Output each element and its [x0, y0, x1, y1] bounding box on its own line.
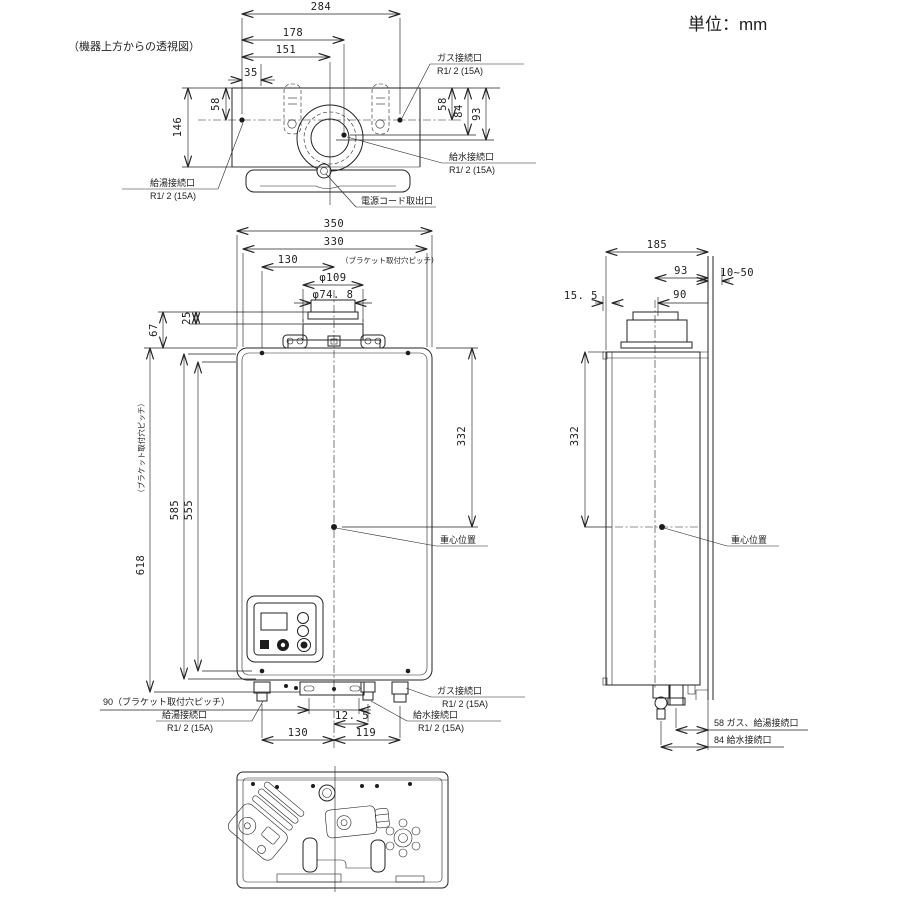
- bottom-flue-hole: [318, 784, 336, 802]
- bottom-left-assembly: [227, 781, 305, 861]
- dim-25: 25: [181, 311, 193, 325]
- bracket-pitch-note-top: （ブラケット取付穴ピッチ）: [341, 255, 439, 265]
- dim-284: 284: [311, 1, 331, 13]
- power-cord-label: 電源コード取出口: [361, 195, 433, 206]
- gas-port-size: R1/ 2 (15A): [437, 66, 483, 76]
- gas-port-label: ガス接続口: [437, 52, 482, 63]
- hot-port-label: 給湯接続口: [150, 177, 195, 188]
- front-cog-label: 重心位置: [440, 534, 476, 545]
- dim-90-note: 90（ブラケット取付穴ピッチ）: [103, 696, 230, 707]
- flue-flange: [307, 311, 359, 320]
- front-cold-size: R1/ 2 (15A): [418, 723, 464, 733]
- dim-332-side: 332: [569, 426, 581, 446]
- control-panel: [246, 595, 324, 663]
- dim-585: 585: [169, 500, 181, 520]
- front-hot-label: 給湯接続口: [162, 709, 207, 720]
- front-bottom-ports: [253, 681, 409, 703]
- panel-switch: [260, 640, 269, 649]
- side-view: 185 93 10~50 15. 5 90 332 重心位置 58 ガス、給湯接…: [564, 239, 808, 750]
- side-view-body: [602, 256, 714, 750]
- dim-330: 330: [324, 236, 344, 248]
- top-view-casing: [198, 44, 462, 205]
- front-view: 350 330 130 （ブラケット取付穴ピッチ） φ109 φ74. 8 25…: [100, 218, 525, 748]
- front-view-body: [236, 290, 433, 748]
- bracket-pitch-note-left: （ブラケット取付穴ピッチ）: [136, 399, 146, 497]
- front-cold-label: 給水接続口: [413, 709, 458, 720]
- dim-185: 185: [647, 239, 667, 251]
- dim-84-note: 84 給水接続口: [714, 734, 772, 745]
- hot-port-size: R1/ 2 (15A): [150, 191, 196, 201]
- top-view: （機器上方からの透視図）: [68, 1, 536, 208]
- dim-35: 35: [244, 67, 258, 79]
- dim-178: 178: [283, 27, 303, 39]
- bottom-tab-right: [370, 839, 386, 873]
- dim-67: 67: [148, 323, 160, 337]
- dim-151: 151: [276, 44, 296, 56]
- front-gas-label: ガス接続口: [437, 685, 482, 696]
- front-hot-size: R1/ 2 (15A): [167, 723, 213, 733]
- power-cord-grommet: [316, 163, 332, 179]
- dim-350: 350: [324, 218, 344, 230]
- dim-93: 93: [471, 107, 483, 121]
- dim-332-front: 332: [456, 426, 468, 446]
- gas-port: [397, 117, 403, 123]
- dim-130-top: 130: [278, 254, 298, 266]
- top-view-caption: （機器上方からの透視図）: [68, 39, 200, 53]
- dim-phi109: φ109: [319, 272, 346, 284]
- hot-water-port: [239, 117, 245, 123]
- dim-15-5: 15. 5: [564, 290, 598, 302]
- top-view-port-labels: ガス接続口 R1/ 2 (15A) 給水接続口 R1/ 2 (15A) 給湯接続…: [122, 52, 536, 208]
- top-view-dimensions: [182, 14, 500, 167]
- bottom-center-assembly: [324, 805, 390, 839]
- dim-119: 119: [356, 727, 376, 739]
- dim-90: 90: [673, 289, 687, 301]
- front-port-labels: 給湯接続口 R1/ 2 (15A) ガス接続口 R1/ 2 (15A) 給水接続…: [156, 685, 525, 733]
- cold-water-port: [341, 132, 347, 138]
- dim-phi748: φ74. 8: [313, 289, 354, 301]
- side-cog-label: 重心位置: [731, 534, 767, 545]
- side-cog-point: [659, 524, 665, 530]
- front-view-dimensions: [100, 231, 478, 740]
- dim-58-left: 58: [210, 97, 222, 111]
- side-view-dimensions: [585, 252, 808, 747]
- dim-130-bottom: 130: [288, 727, 308, 739]
- units-note: 単位：mm: [688, 15, 767, 34]
- side-bottom-ports: [652, 684, 696, 720]
- dim-84: 84: [453, 104, 465, 118]
- panel-display: [260, 612, 288, 631]
- panel-lamp: [297, 612, 309, 624]
- bottom-view: [227, 766, 449, 892]
- dim-58-right: 58: [437, 97, 449, 111]
- dim-555: 555: [183, 500, 195, 520]
- front-gas-size: R1/ 2 (15A): [442, 699, 488, 709]
- dim-618: 618: [135, 555, 147, 575]
- front-cog-point: [331, 524, 337, 530]
- bottom-tab-left: [302, 837, 318, 873]
- dim-10-50: 10~50: [720, 267, 754, 279]
- dim-93-side: 93: [674, 265, 688, 277]
- dim-146: 146: [172, 117, 184, 137]
- dim-12-5: 12. 5: [335, 710, 369, 722]
- bottom-right-assembly: [385, 818, 421, 858]
- cold-port-label: 給水接続口: [449, 151, 494, 162]
- dim-58-note: 58 ガス、給湯接続口: [714, 717, 799, 728]
- cold-port-size: R1/ 2 (15A): [449, 165, 495, 175]
